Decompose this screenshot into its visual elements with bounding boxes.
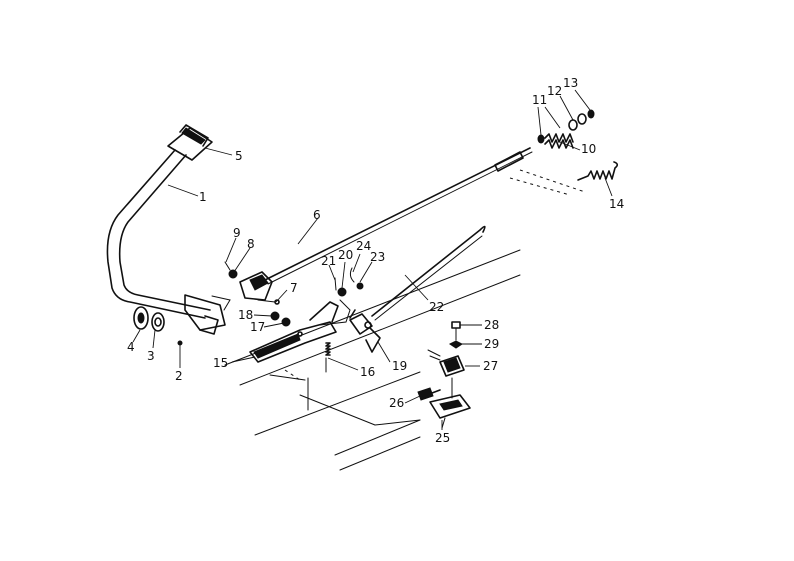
bushing-4 xyxy=(133,306,149,330)
callout-27: 27 xyxy=(483,359,498,373)
callout-3: 3 xyxy=(147,349,155,363)
callout-16: 16 xyxy=(360,365,375,379)
callout-18: 18 xyxy=(238,308,253,322)
callout-9: 9 xyxy=(233,226,241,240)
callout-11: 11 xyxy=(532,93,547,107)
pedal-pad xyxy=(167,124,213,161)
callout-labels: 1 2 3 4 5 6 7 8 9 10 11 12 13 14 15 16 1… xyxy=(127,76,624,445)
callout-28: 28 xyxy=(484,318,499,332)
callout-26: 26 xyxy=(389,396,404,410)
chassis-frame xyxy=(224,169,586,471)
spring-assembly xyxy=(537,109,595,149)
callout-4: 4 xyxy=(127,340,135,354)
screw-28 xyxy=(451,321,461,341)
callout-25: 25 xyxy=(435,431,450,445)
callout-17: 17 xyxy=(250,320,265,334)
return-spring xyxy=(577,161,619,181)
callout-15: 15 xyxy=(213,356,228,370)
leader-lines xyxy=(132,89,613,430)
pivot-bracket xyxy=(177,294,231,346)
callout-29: 29 xyxy=(484,337,499,351)
callout-24: 24 xyxy=(356,239,371,253)
callout-13: 13 xyxy=(563,76,578,90)
bushing-3 xyxy=(151,312,165,332)
brake-lever xyxy=(249,299,351,363)
pedal-arm xyxy=(106,149,211,319)
callout-22: 22 xyxy=(429,300,444,314)
callout-1: 1 xyxy=(199,190,207,204)
callout-20: 20 xyxy=(338,248,353,262)
callout-14: 14 xyxy=(609,197,624,211)
callout-23: 23 xyxy=(370,250,385,264)
mount-plate xyxy=(429,394,471,429)
switch-27 xyxy=(427,349,465,399)
callout-5: 5 xyxy=(235,149,243,163)
callout-19: 19 xyxy=(392,359,407,373)
latch-bracket xyxy=(334,267,381,353)
callout-21: 21 xyxy=(321,254,336,268)
bolt-26 xyxy=(417,387,441,401)
callout-8: 8 xyxy=(247,237,255,251)
washer-29 xyxy=(449,340,463,349)
control-rod xyxy=(264,147,533,285)
callout-10: 10 xyxy=(581,142,596,156)
latch-rod xyxy=(371,225,486,321)
callout-2: 2 xyxy=(175,369,183,383)
rod-yoke xyxy=(224,261,280,305)
lever-spring xyxy=(325,342,331,373)
callout-6: 6 xyxy=(313,208,321,222)
callout-7: 7 xyxy=(290,281,298,295)
callout-12: 12 xyxy=(547,84,562,98)
